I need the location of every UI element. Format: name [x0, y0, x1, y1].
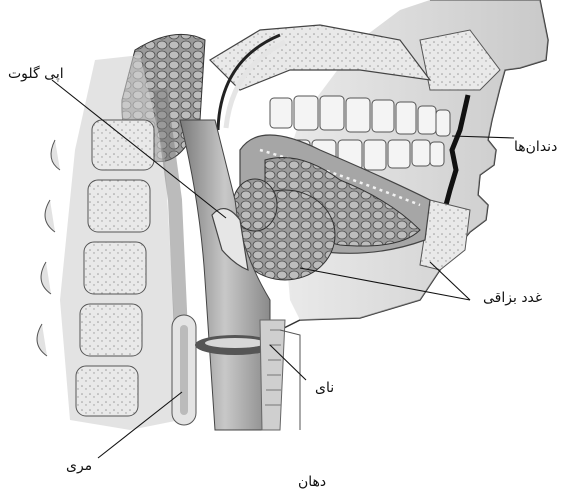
- label-trachea: نای: [315, 380, 334, 396]
- label-salivary-glands: غدد بزاقی: [483, 290, 542, 306]
- label-epiglottis: اپی گلوت: [8, 66, 64, 82]
- label-esophagus: مری: [66, 458, 92, 474]
- salivary-leader-1: [430, 262, 470, 300]
- label-teeth: دندان‌ها: [514, 139, 557, 155]
- spinal-column: [37, 55, 185, 430]
- label-mouth: دهان: [298, 474, 326, 490]
